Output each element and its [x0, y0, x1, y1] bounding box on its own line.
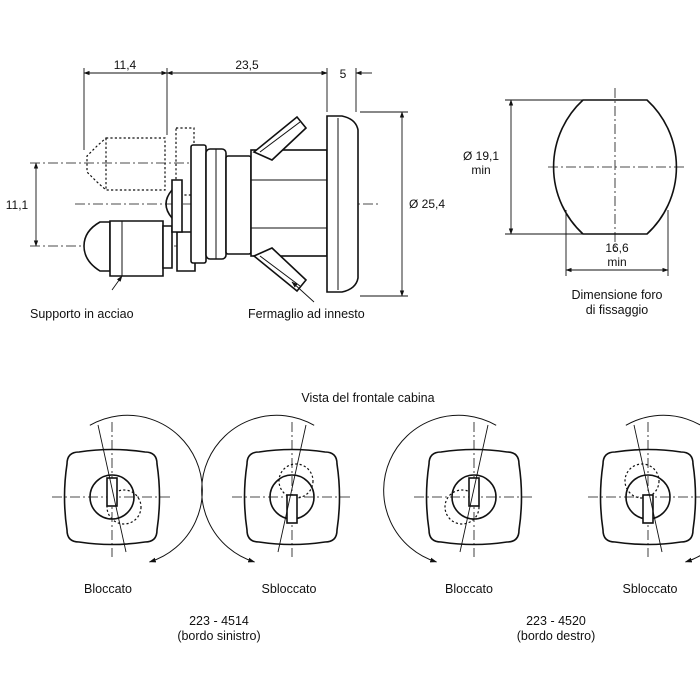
dim-body-length: 23,5 [235, 58, 259, 72]
front-views [52, 414, 700, 563]
state-label-2: Sbloccato [262, 582, 317, 596]
variant-note-2: (bordo destro) [517, 629, 596, 643]
mounting-hole-view: Ø 19,1 min 16,6 min Dimensione foro di f… [463, 88, 684, 317]
cam-plate [171, 179, 183, 233]
hole-width-value: 16,6 [605, 241, 629, 255]
front-view-title: Vista del frontale cabina [301, 391, 434, 405]
cam-arc [165, 189, 173, 219]
side-view: 11,4 23,5 5 11,1 Ø 25,4 [6, 58, 446, 321]
state-label-4: Sbloccato [623, 582, 678, 596]
dim-flange-width: 5 [340, 67, 347, 81]
hole-diameter-min: min [471, 163, 490, 177]
front-lock-face-3 [383, 414, 534, 563]
variant-code-1: 223 - 4514 [189, 614, 249, 628]
dim-rear-length: 11,4 [114, 58, 137, 72]
spring-clips [252, 115, 308, 293]
state-label-1: Bloccato [84, 582, 132, 596]
hole-caption-line2: di fissaggio [586, 303, 649, 317]
variant-code-2: 223 - 4520 [526, 614, 586, 628]
hole-caption-line1: Dimensione foro [571, 288, 662, 302]
label-steel-support: Supporto in acciao [30, 307, 134, 321]
dim-height: 11,1 [6, 198, 29, 212]
lock-barrel [190, 144, 328, 264]
variant-note-1: (bordo sinistro) [177, 629, 260, 643]
hole-width-min: min [607, 255, 626, 269]
state-label-3: Bloccato [445, 582, 493, 596]
front-flange [326, 115, 359, 293]
label-snap-clip: Fermaglio ad innesto [248, 307, 365, 321]
front-lock-face-2 [201, 414, 352, 563]
front-lock-face-1 [52, 414, 203, 563]
dim-flange-diameter: Ø 25,4 [409, 197, 445, 211]
front-lock-face-4 [588, 414, 700, 563]
hole-diameter-value: Ø 19,1 [463, 149, 499, 163]
